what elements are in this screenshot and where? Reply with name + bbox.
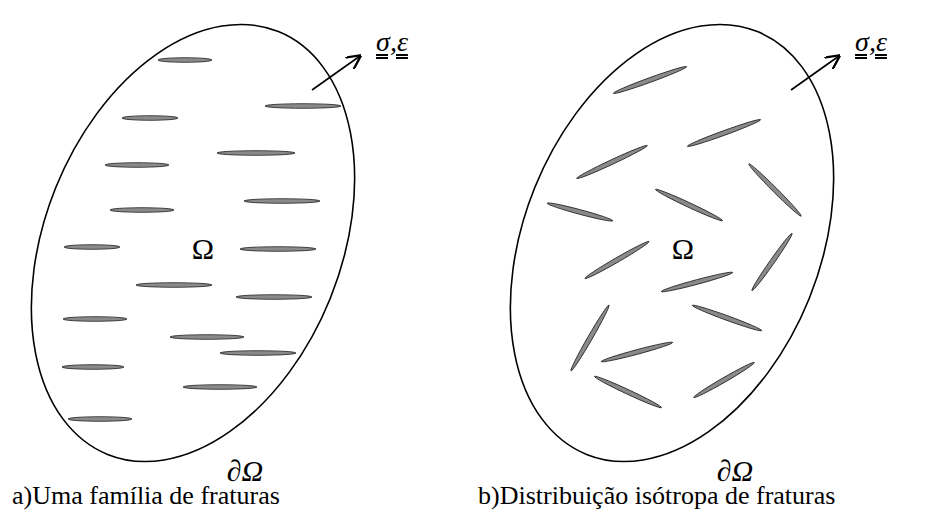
domain-label: Ω xyxy=(672,232,694,265)
domain-label: Ω xyxy=(192,232,214,265)
domain-ellipse: Ω∂Ω xyxy=(25,18,365,486)
aligned-fractures xyxy=(62,58,341,422)
random-fractures xyxy=(547,64,803,409)
domain-boundary xyxy=(0,0,416,510)
subfigure-caption: a)Uma família de fraturas xyxy=(12,482,280,511)
stress-strain-label: σ,ε xyxy=(376,27,408,58)
stress-strain-label: σ,ε xyxy=(855,27,887,58)
domain-ellipse: Ω∂Ω xyxy=(504,18,844,486)
subfigure-caption: b)Distribuição isótropa de fraturas xyxy=(478,482,835,511)
domain-boundary xyxy=(449,0,894,510)
